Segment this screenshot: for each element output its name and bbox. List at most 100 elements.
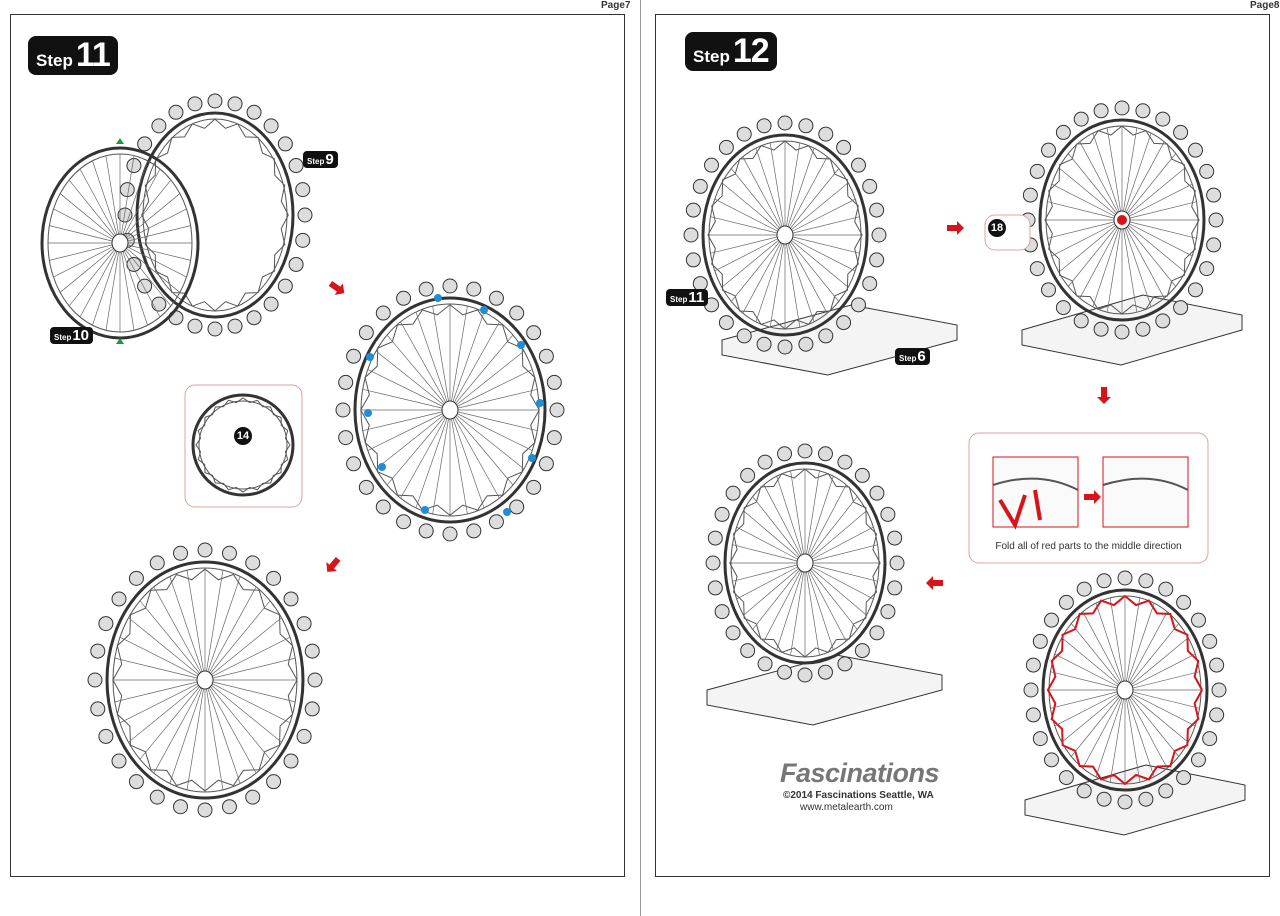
- fold-instruction: Fold all of red parts to the middle dire…: [995, 541, 1182, 552]
- spoke: [804, 562, 878, 582]
- gondola: [1117, 794, 1133, 810]
- hub: [111, 233, 129, 253]
- spoke: [784, 234, 815, 322]
- truss: [112, 568, 298, 792]
- spoke: [1109, 689, 1126, 783]
- spoke: [119, 242, 172, 307]
- gondola: [526, 325, 542, 341]
- gondola: [862, 276, 878, 292]
- gondola: [1073, 111, 1089, 127]
- gondola: [466, 523, 482, 539]
- gondola: [221, 799, 237, 815]
- spoke: [1095, 603, 1126, 691]
- spoke: [59, 242, 121, 293]
- gondola: [1076, 783, 1092, 799]
- spoke: [204, 586, 257, 681]
- spoke: [119, 636, 206, 681]
- spoke: [784, 148, 815, 236]
- spoke: [53, 242, 121, 278]
- spoke: [139, 679, 206, 760]
- spoke: [1054, 653, 1126, 691]
- gondola: [1029, 163, 1045, 179]
- spoke: [119, 208, 187, 244]
- gondola: [1058, 770, 1074, 786]
- gondola: [797, 443, 813, 459]
- gondola: [887, 580, 903, 596]
- ferris-wheel: [117, 93, 313, 337]
- spoke: [119, 242, 181, 293]
- spoke: [1070, 689, 1126, 757]
- spoke: [804, 562, 820, 656]
- spoke: [386, 334, 451, 411]
- spoke: [743, 562, 806, 616]
- spoke: [139, 600, 206, 681]
- green-marker: [116, 138, 124, 144]
- gondola: [880, 604, 896, 620]
- gondola: [277, 278, 293, 294]
- gondola: [227, 318, 243, 334]
- spoke: [1092, 133, 1123, 221]
- gondola: [87, 672, 103, 688]
- outer-rim: [353, 296, 547, 524]
- gondola: [854, 467, 870, 483]
- gondola: [296, 728, 312, 744]
- gondola: [119, 182, 135, 198]
- spoke: [79, 242, 121, 318]
- spoke: [755, 148, 786, 236]
- gondola: [1058, 594, 1074, 610]
- spoke: [128, 617, 206, 681]
- spoke: [79, 168, 121, 244]
- spoke: [1067, 219, 1123, 287]
- gondola: [736, 328, 752, 344]
- spoke: [742, 234, 786, 314]
- spoke: [784, 216, 860, 236]
- blue-marker: [517, 341, 525, 349]
- spoke: [1092, 219, 1123, 307]
- callout-word: Step: [307, 157, 325, 166]
- part-number-18: 18: [988, 219, 1006, 237]
- spoke: [730, 168, 786, 236]
- spoke: [1047, 219, 1123, 239]
- spoke: [1070, 623, 1126, 691]
- callout-word: Step: [899, 354, 917, 363]
- spoke: [784, 234, 801, 328]
- spoke: [784, 234, 860, 254]
- gondola: [227, 96, 243, 112]
- spoke: [1124, 689, 1189, 743]
- spoke: [1121, 201, 1197, 221]
- spoke: [1106, 127, 1123, 221]
- gondola: [151, 296, 167, 312]
- gondola: [1202, 633, 1218, 649]
- spoke: [1124, 689, 1155, 777]
- gondola: [526, 479, 542, 495]
- gondola: [718, 315, 734, 331]
- step-number: 11: [75, 36, 111, 74]
- spoke: [1106, 219, 1123, 313]
- gondola: [756, 118, 772, 134]
- spoke: [1061, 637, 1126, 691]
- gondola: [538, 348, 554, 364]
- gondola: [297, 207, 313, 223]
- hub: [441, 400, 459, 420]
- spoke: [804, 562, 858, 630]
- gondola: [869, 485, 885, 501]
- spoke: [742, 156, 786, 236]
- gondola: [704, 157, 720, 173]
- page-7: [10, 14, 625, 877]
- gondola: [757, 656, 773, 672]
- gondola: [850, 157, 866, 173]
- spoke: [119, 242, 148, 326]
- gondola: [1055, 124, 1071, 140]
- spoke: [1121, 219, 1165, 299]
- gondola: [197, 802, 213, 818]
- gondola: [880, 506, 896, 522]
- spoke: [784, 156, 828, 236]
- gondola: [1138, 791, 1154, 807]
- spoke: [119, 179, 172, 244]
- spoke: [1121, 183, 1193, 221]
- gondola: [509, 305, 525, 321]
- spoke: [49, 242, 121, 261]
- spoke: [714, 234, 786, 272]
